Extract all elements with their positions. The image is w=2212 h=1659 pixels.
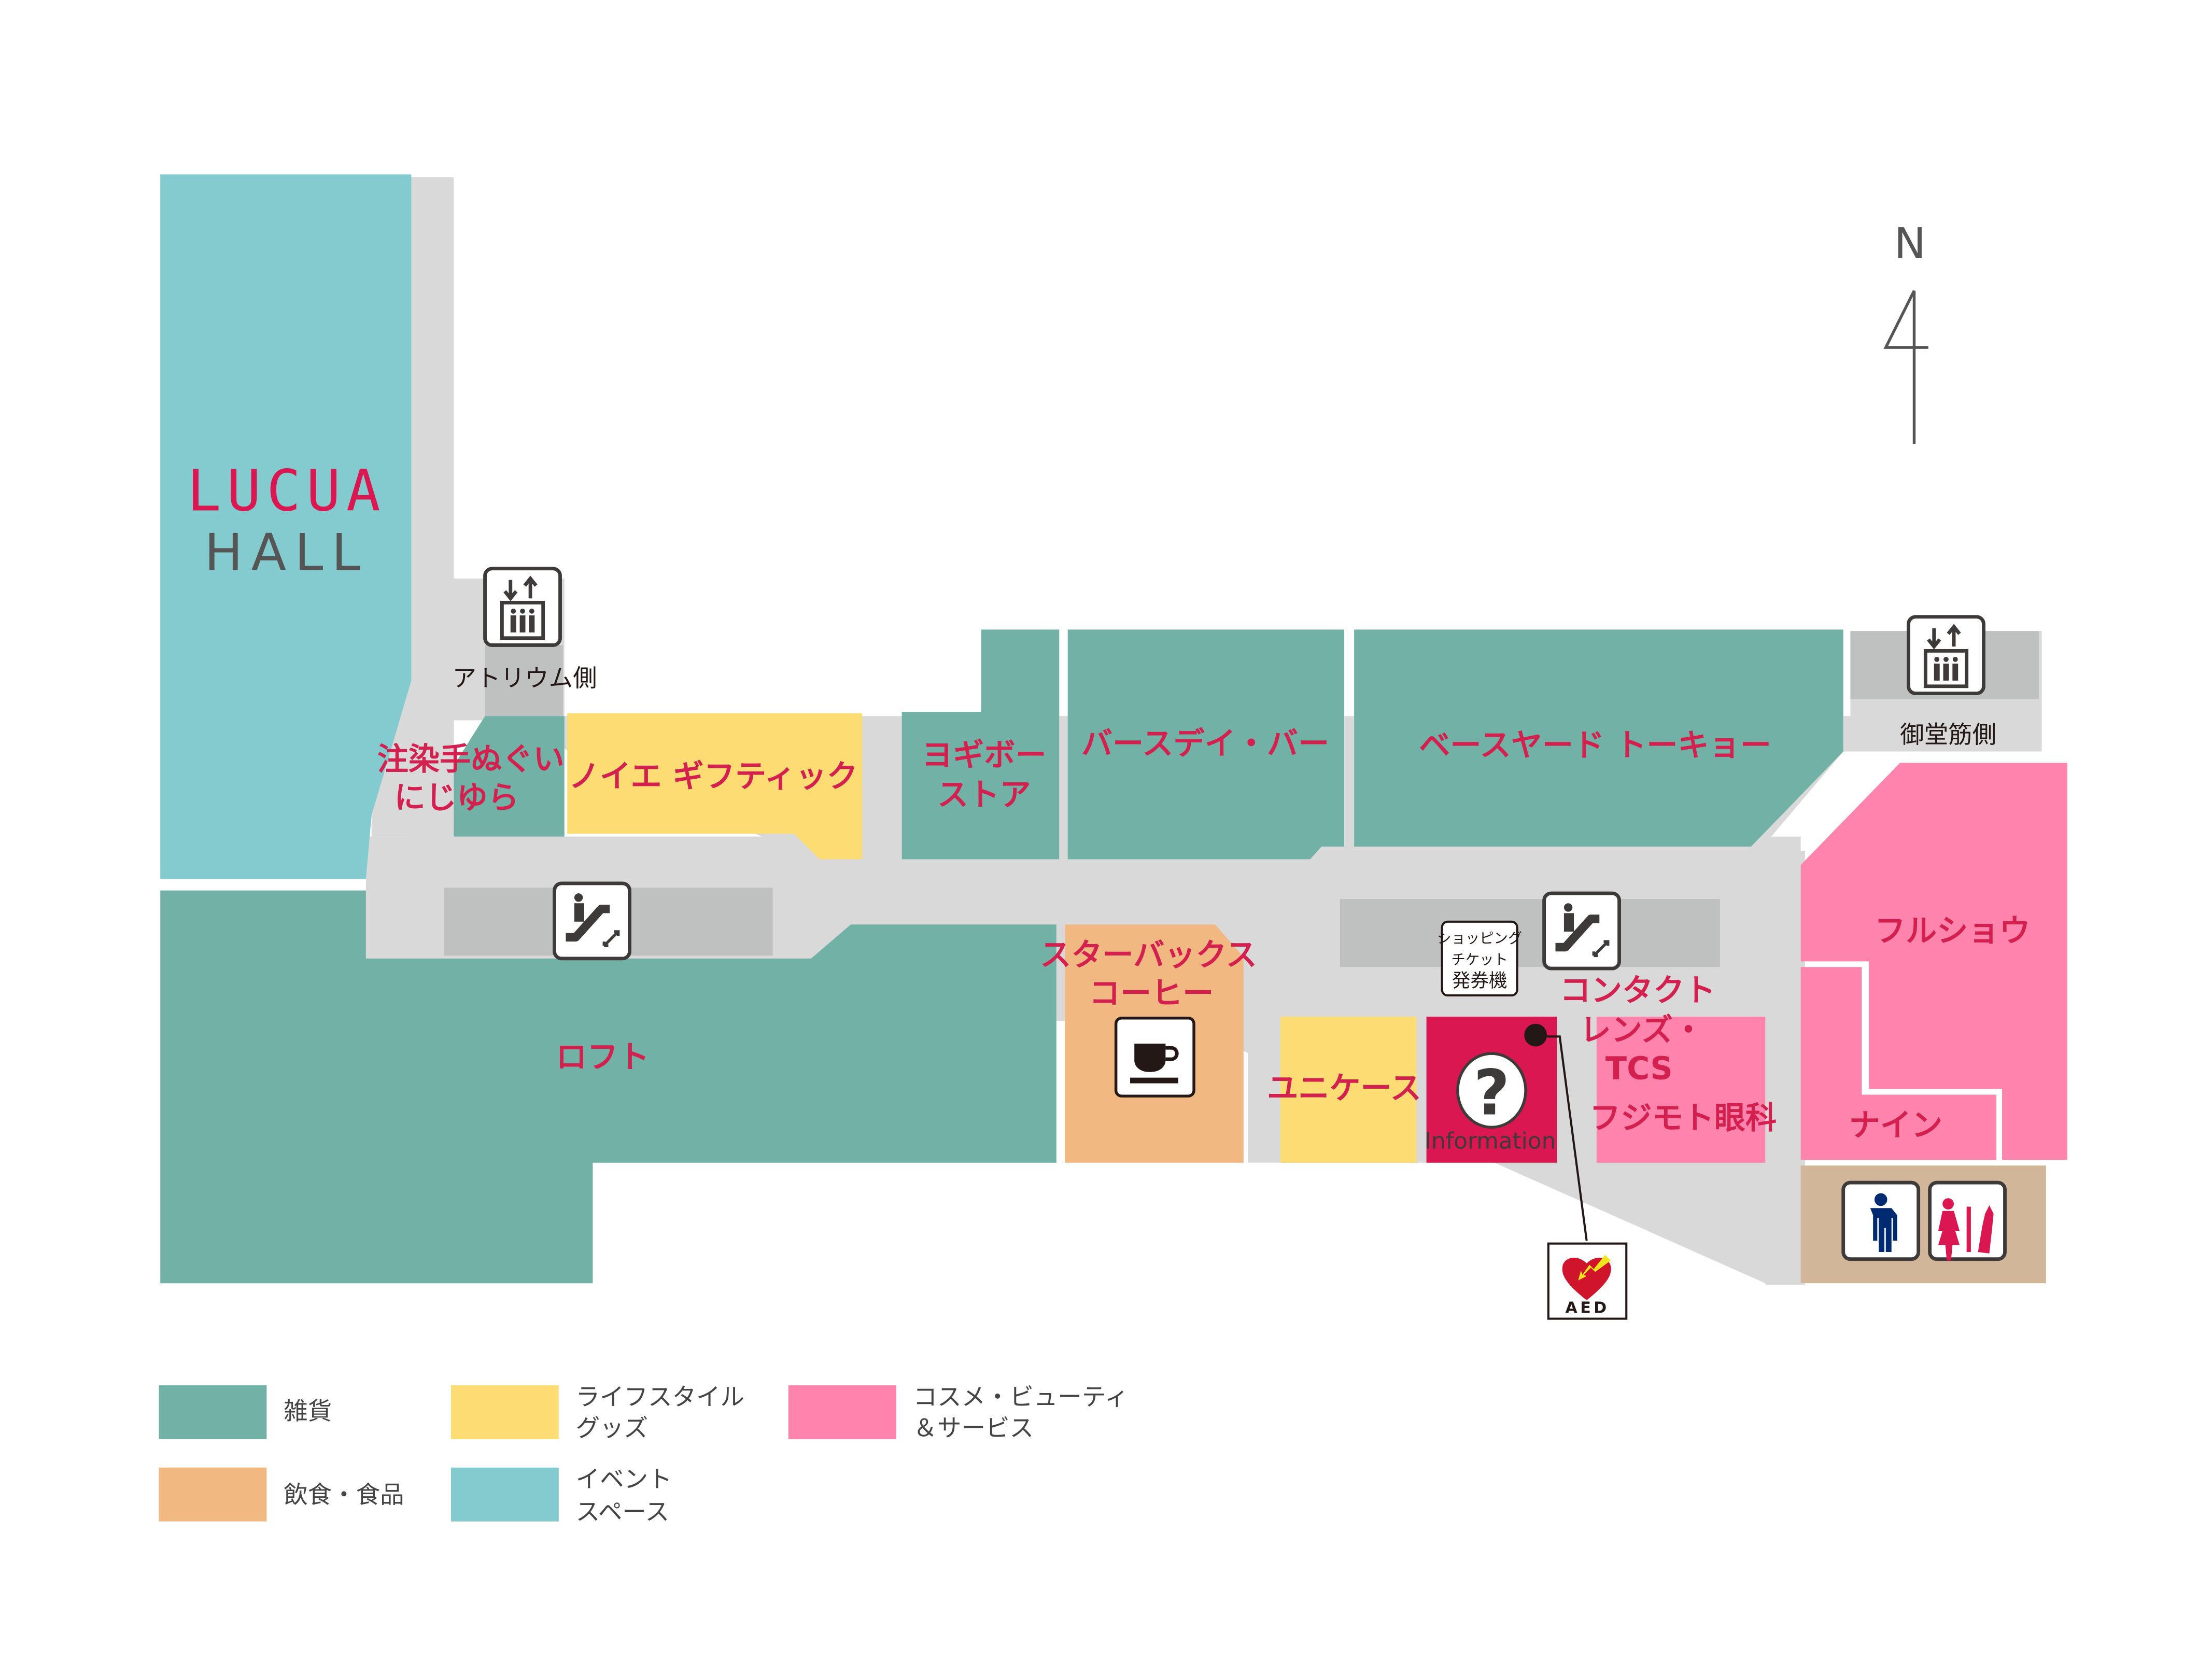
aed-leader-line [1547,1035,1588,1241]
ticket-machine-line-2: チケット [1451,952,1507,968]
lucua-hall[interactable]: LUCUA HALL [160,174,412,879]
hall-name: HALL [204,523,369,582]
legend-label-zakka: 雑貨 [284,1397,332,1425]
escalator-icon[interactable] [553,881,631,961]
elevator-hall-atrium [485,645,563,716]
shop-starbucks-label-1: スターバックス [1040,937,1257,974]
shop-baseyard-area[interactable] [1354,629,1843,847]
ticket-machine-icon[interactable]: ショッピング チケット 発券機 [1437,920,1522,997]
legend-label-lifestyle-2: グッズ [576,1414,648,1442]
coffee-icon [1114,1017,1195,1098]
shop-noie-area[interactable] [567,713,863,860]
information-label: Information [1425,1128,1556,1154]
shop-noie-label: ノイエ ギフティック [569,758,858,795]
ticket-machine-line-3: 発券機 [1452,971,1507,992]
legend: 雑貨 ライフスタイル グッズ コスメ・ビューティ ＆サービス 飲食・食品 イベン… [159,1383,1129,1526]
legend-label-cosme-2: ＆サービス [913,1414,1034,1442]
legend-label-event-2: スペース [576,1498,669,1526]
lucua-hall-area[interactable] [160,174,412,879]
shop-nijiyura-label-2: にじゆら [395,780,519,816]
womens-restroom-powder-room-icon[interactable] [1928,1180,2007,1261]
restroom-area [1800,1165,2046,1284]
shop-unicase-label: ユニケース [1267,1071,1421,1107]
legend-swatch-cosme [788,1385,896,1440]
shop-contact-lens-label-1: コンタクト [1560,973,1716,1009]
escalator-zone-east [1340,899,1720,967]
shop-loft-area[interactable] [160,890,1056,1284]
legend-label-cosme-1: コスメ・ビューティ [913,1383,1129,1411]
shop-contact-lens-label-3: TCS [1605,1050,1673,1087]
shop-contact-lens-area[interactable] [1596,1017,1766,1163]
aed-icon[interactable]: AED [1547,1242,1628,1320]
shop-furusho-label: フルショウ [1875,913,2031,949]
mens-restroom-icon[interactable] [1841,1180,1921,1261]
shop-nine-label: ナイン [1849,1107,1942,1144]
shop-nijiyura-label-1: 注染手ぬぐい [377,741,565,778]
elevator-midosuji-label: 御堂筋側 [1900,721,1996,749]
shop-fujimoto-label: フジモト眼科 [1589,1100,1777,1136]
shop-birthday-bar-label: バースデイ・バー [1081,726,1329,762]
compass-label: N [1894,219,1926,269]
shop-unicase-area[interactable] [1280,1017,1417,1163]
shop-starbucks-label-2: コーヒー [1089,975,1214,1011]
legend-swatch-zakka [159,1385,267,1440]
shop-yogibo-label-1: ヨギボー [922,737,1047,774]
shop-yogibo-label-2: ストア [937,777,1031,813]
shop-loft-label: ロフト [556,1039,649,1075]
legend-label-food: 飲食・食品 [284,1481,404,1509]
shop-nine-area[interactable] [1800,967,1997,1160]
information-symbol: ? [1474,1057,1510,1130]
shop-baseyard-label: ベースヤード トーキョー [1419,727,1771,764]
elevator-icon[interactable] [1907,615,1985,695]
information-icon[interactable]: ? Information [1425,1052,1556,1154]
legend-swatch-lifestyle [450,1385,559,1440]
legend-label-lifestyle-1: ライフスタイル [576,1383,744,1411]
shop-nijiyura-area[interactable] [454,716,565,837]
shop-birthday-bar-area[interactable] [1067,629,1344,860]
elevator-atrium-label: アトリウム側 [453,664,597,692]
shop-contact-lens-label-2: レンズ・ [1580,1013,1704,1049]
legend-label-event-1: イベント [576,1465,672,1493]
legend-swatch-event [450,1467,559,1522]
ticket-machine-line-1: ショッピング [1437,931,1522,947]
aed-label: AED [1565,1299,1609,1317]
legend-swatch-food [159,1467,267,1522]
elevator-icon[interactable] [483,567,562,647]
escalator-icon[interactable] [1542,891,1622,971]
aed-location-marker [1524,1023,1547,1047]
north-arrow: N [1883,219,1928,444]
shop-furusho-area[interactable] [1800,763,2067,1160]
shop-yogibo-area[interactable] [901,629,1060,860]
hall-brand: LUCUA [187,458,386,524]
